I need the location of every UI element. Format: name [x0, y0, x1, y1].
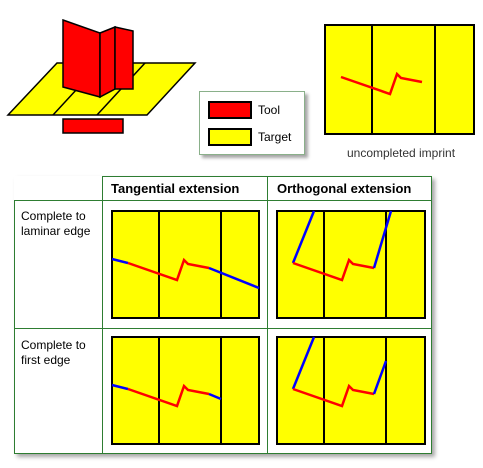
extension-line-left [111, 383, 129, 391]
diagram-tangential-laminar [111, 210, 260, 319]
imprint-line [127, 383, 210, 408]
extension-line-left [291, 210, 316, 264]
extension-line-right [372, 210, 393, 269]
diagram-orthogonal-laminar [276, 210, 426, 319]
legend-tool-label: Tool [258, 103, 281, 117]
tool-lower-part [62, 118, 124, 134]
extension-line-right [208, 392, 222, 401]
extension-line-left [291, 336, 316, 390]
target-swatch [208, 128, 252, 146]
legend-target-label: Target [258, 130, 292, 144]
uncompleted-imprint-diagram [324, 24, 475, 135]
column-header-tangential: Tangential extension [111, 181, 240, 196]
extension-line-right [372, 360, 388, 395]
column-header-orthogonal: Orthogonal extension [277, 181, 412, 196]
diagram-orthogonal-first-edge [276, 336, 426, 445]
diagram-caption: uncompleted imprint [346, 146, 456, 160]
diagram-tangential-first-edge [111, 336, 260, 445]
tool-upper-mid [99, 25, 116, 99]
tool-swatch [208, 101, 252, 119]
extension-line-right [208, 266, 260, 290]
tool-upper-right [114, 26, 134, 90]
row-header-first-edge: Complete to first edge [21, 338, 86, 367]
imprint-line [127, 257, 210, 282]
imprint-line [292, 257, 375, 282]
imprint-line [340, 71, 423, 96]
imprint-line [292, 383, 375, 408]
tool-upper-left [62, 18, 101, 98]
row-header-laminar: Complete to laminar edge [21, 209, 91, 238]
comparison-table: Tangential extension Orthogonal extensio… [14, 176, 432, 454]
legend: Tool Target [199, 91, 305, 155]
tool-target-illustration [6, 18, 197, 134]
extension-line-left [111, 257, 129, 265]
